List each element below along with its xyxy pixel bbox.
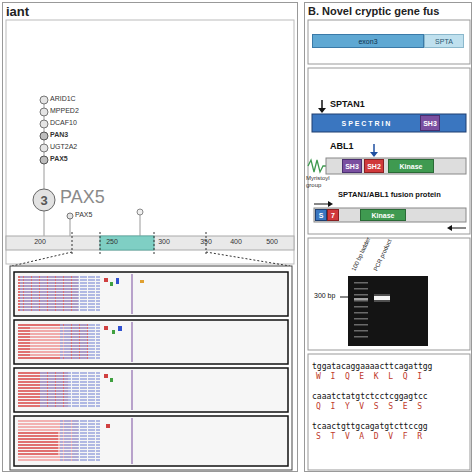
node-text: 7: [331, 212, 335, 219]
gene-label: UGT2A2: [50, 143, 77, 150]
gene-label: ARID1C: [50, 95, 76, 102]
count-circle: 3: [32, 188, 56, 212]
node-text: Kinase: [400, 163, 423, 170]
sh2-domain: SH2: [364, 159, 384, 173]
node-text: Kinase: [372, 212, 395, 219]
amino-acids: W I Q E K L Q I: [316, 372, 422, 381]
kinase-domain: Kinase: [360, 209, 406, 221]
amino-acids: Q I Y V S S E S: [316, 402, 422, 411]
kinase-domain: Kinase: [388, 159, 434, 173]
node-text: exon3: [358, 38, 377, 45]
protein-name: SPTAN1/ABL1 fusion protein: [338, 190, 441, 199]
node-text: SH3: [423, 120, 437, 127]
node-text: iant: [6, 4, 29, 19]
node-text: B. Novel cryptic gene fus: [308, 5, 439, 17]
node-text: SPTA: [435, 38, 453, 45]
node-text: S P E C T R I N: [342, 120, 391, 127]
node-text: S: [319, 212, 324, 219]
sh3-domain: SH3: [342, 159, 362, 173]
lane-label: PCR product: [373, 238, 393, 272]
axis-number: 250: [106, 238, 118, 245]
amino-acids: S T V A D V F R: [316, 432, 422, 441]
dna-sequence: caaatctatgtctcctcggagtcc: [312, 392, 428, 401]
gene-label: MPPED2: [50, 107, 79, 114]
protein-name: ABL1: [330, 141, 354, 151]
size-marker: 300 bp: [314, 292, 335, 299]
spectrin-part: S: [315, 209, 327, 221]
panel-frame: B. Novel cryptic gene fus exon3 SPTA S P E …: [304, 2, 472, 472]
sh3-domain: SH3: [420, 115, 440, 131]
gene-label: PAX5: [50, 155, 68, 162]
gene-label: PAN3: [50, 131, 68, 138]
axis-number: 500: [266, 238, 278, 245]
gene-bar: SPTA: [424, 34, 464, 48]
protein-name: SPTAN1: [330, 99, 365, 109]
spectrin-domain: S P E C T R I N: [314, 115, 418, 131]
panel-frame: iant 3: [2, 2, 298, 472]
gene-label: DCAF10: [50, 119, 77, 126]
exon-bar: exon3: [312, 34, 424, 48]
axis-number: 400: [230, 238, 242, 245]
sh3-part: 7: [327, 209, 339, 221]
domain-note: Myristoyl group: [306, 175, 346, 188]
gene-label: PAX5: [75, 211, 92, 218]
node-text: 3: [40, 194, 47, 207]
axis-number: 350: [200, 238, 212, 245]
gene-label: PAX5: [60, 188, 105, 206]
node-text: SH2: [367, 163, 381, 170]
dna-sequence: tggatacaggaaaacttcagattgg: [312, 362, 432, 371]
lane-label: 100 bp ladder: [351, 236, 372, 272]
node-text: SH3: [345, 163, 359, 170]
dna-sequence: tcaactgttgcagatgtcttccgg: [312, 422, 428, 431]
axis-number: 200: [34, 238, 46, 245]
axis-number: 300: [158, 238, 170, 245]
